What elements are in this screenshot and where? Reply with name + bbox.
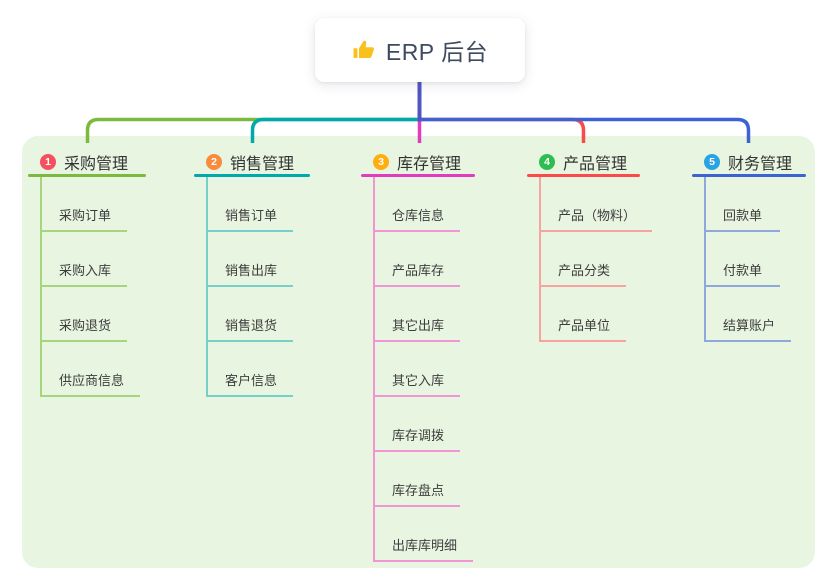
child-node-label: 产品分类 (558, 263, 611, 279)
child-node-label: 采购订单 (59, 208, 112, 224)
child-node-付款单[interactable]: 付款单 (706, 232, 780, 287)
branch-underline (28, 174, 146, 177)
child-node-label: 结算账户 (723, 318, 776, 334)
child-node-label: 仓库信息 (392, 208, 445, 224)
branch-销售管理: 2 销售管理 销售订单销售出库销售退货客户信息 (194, 150, 310, 397)
branch-title-node[interactable]: 1 采购管理 (28, 150, 146, 174)
branch-title-node[interactable]: 3 库存管理 (361, 150, 475, 174)
branch-children: 回款单付款单结算账户 (704, 177, 806, 342)
branch-label: 产品管理 (563, 156, 628, 173)
child-node-回款单[interactable]: 回款单 (706, 177, 780, 232)
child-node-label: 产品单位 (558, 318, 611, 334)
child-node-label: 采购退货 (59, 318, 112, 334)
branch-underline (361, 174, 475, 177)
branch-number-badge: 4 (539, 154, 555, 170)
branch-number-badge: 3 (373, 154, 389, 170)
branch-number-badge: 1 (40, 154, 56, 170)
child-node-label: 回款单 (723, 208, 763, 224)
branch-财务管理: 5 财务管理 回款单付款单结算账户 (692, 150, 806, 342)
branch-children: 仓库信息产品库存其它出库其它入库库存调拨库存盘点出库库明细 (373, 177, 475, 562)
child-node-label: 销售订单 (225, 208, 278, 224)
child-node-库存调拨[interactable]: 库存调拨 (375, 397, 461, 452)
child-node-label: 销售退货 (225, 318, 278, 334)
branch-underline (692, 174, 806, 177)
child-node-供应商信息[interactable]: 供应商信息 (42, 342, 141, 397)
branch-children: 产品（物料） 产品分类产品单位 (539, 177, 653, 342)
branch-采购管理: 1 采购管理 采购订单采购入库采购退货供应商信息 (28, 150, 146, 397)
child-node-label: 客户信息 (225, 373, 278, 389)
child-node-label: 供应商信息 (59, 373, 125, 389)
child-node-仓库信息[interactable]: 仓库信息 (375, 177, 461, 232)
child-node-结算账户[interactable]: 结算账户 (706, 287, 792, 342)
child-node-采购退货[interactable]: 采购退货 (42, 287, 128, 342)
child-node-label: 其它出库 (392, 318, 445, 334)
child-node-label: 库存盘点 (392, 483, 445, 499)
branch-库存管理: 3 库存管理 仓库信息产品库存其它出库其它入库库存调拨库存盘点出库库明细 (361, 150, 475, 562)
branch-title-node[interactable]: 2 销售管理 (194, 150, 310, 174)
child-node-label: 付款单 (723, 263, 763, 279)
branch-label: 采购管理 (64, 156, 129, 173)
child-node-采购订单[interactable]: 采购订单 (42, 177, 128, 232)
branch-children: 采购订单采购入库采购退货供应商信息 (40, 177, 146, 397)
thumbs-up-icon (353, 40, 374, 59)
child-node-其它入库[interactable]: 其它入库 (375, 342, 461, 397)
child-node-销售出库[interactable]: 销售出库 (208, 232, 294, 287)
child-node-产品分类[interactable]: 产品分类 (541, 232, 627, 287)
child-node-label: 出库库明细 (392, 538, 458, 554)
child-node-产品库存[interactable]: 产品库存 (375, 232, 461, 287)
child-node-label: 产品库存 (392, 263, 445, 279)
branch-label: 财务管理 (728, 156, 793, 173)
branch-title-node[interactable]: 4 产品管理 (527, 150, 640, 174)
branch-underline (194, 174, 310, 177)
branch-产品管理: 4 产品管理 产品（物料） 产品分类产品单位 (527, 150, 653, 342)
child-node-销售订单[interactable]: 销售订单 (208, 177, 294, 232)
branch-underline (527, 174, 640, 177)
child-node-label: 采购入库 (59, 263, 112, 279)
child-node-采购入库[interactable]: 采购入库 (42, 232, 128, 287)
branch-children: 销售订单销售出库销售退货客户信息 (206, 177, 310, 397)
child-node-其它出库[interactable]: 其它出库 (375, 287, 461, 342)
branch-title-node[interactable]: 5 财务管理 (692, 150, 806, 174)
child-node-产品单位[interactable]: 产品单位 (541, 287, 627, 342)
mindmap-background-panel (22, 136, 815, 568)
child-node-销售退货[interactable]: 销售退货 (208, 287, 294, 342)
child-node-库存盘点[interactable]: 库存盘点 (375, 452, 461, 507)
child-node-label: 库存调拨 (392, 428, 445, 444)
child-node-label: 销售出库 (225, 263, 278, 279)
branch-number-badge: 5 (704, 154, 720, 170)
child-node-label: 其它入库 (392, 373, 445, 389)
child-node-产品（物料）[interactable]: 产品（物料） (541, 177, 653, 232)
child-node-客户信息[interactable]: 客户信息 (208, 342, 294, 397)
branch-label: 库存管理 (397, 156, 462, 173)
child-node-label: 产品（物料） (558, 208, 637, 224)
root-node-erp[interactable]: ERP 后台 (315, 18, 525, 82)
branch-number-badge: 2 (206, 154, 222, 170)
child-node-出库库明细[interactable]: 出库库明细 (375, 507, 474, 562)
branch-label: 销售管理 (230, 156, 295, 173)
root-node-label: ERP 后台 (385, 39, 489, 65)
